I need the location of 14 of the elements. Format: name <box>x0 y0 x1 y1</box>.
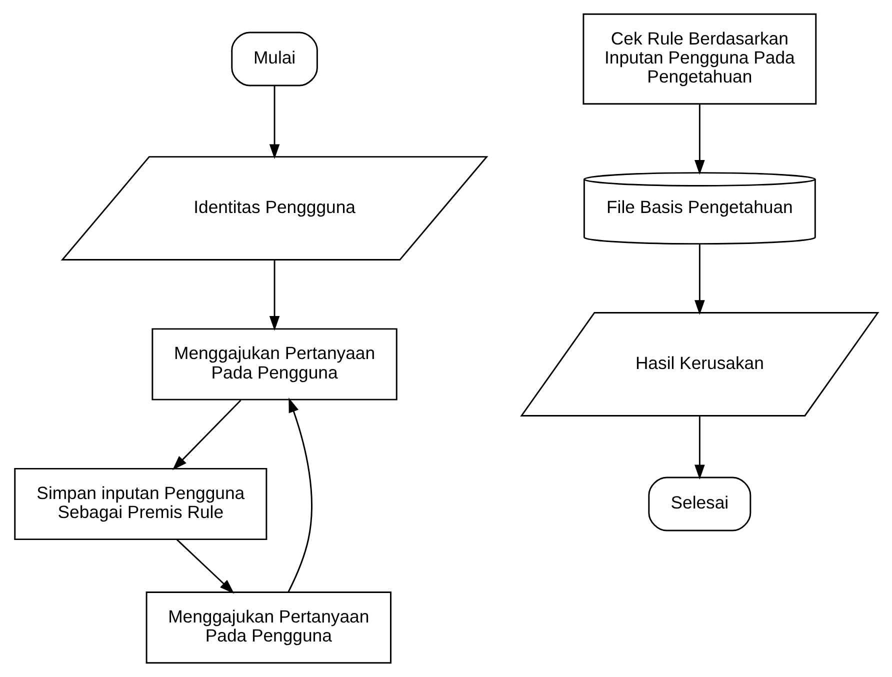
arrow <box>176 539 234 594</box>
arrow <box>694 244 704 315</box>
node-box: Selesai <box>648 476 751 532</box>
node-box: Mulai <box>230 32 318 86</box>
arrow <box>287 398 312 593</box>
node-box: Cek Rule Berdasarkan Inputan Pengguna Pada Pengetahuan <box>582 13 816 105</box>
node-box: Simpan inputan Pengguna Sebagai Premis Rule <box>14 468 267 540</box>
node-box: Menggajukan Pertanyaan Pada Pengguna <box>151 328 397 400</box>
arrow <box>694 416 704 480</box>
arrow <box>268 86 280 160</box>
arrow <box>172 400 241 470</box>
node-box: Menggajukan Pertanyaan Pada Pengguna <box>145 592 391 664</box>
arrow <box>694 104 704 175</box>
arrow <box>268 260 280 331</box>
